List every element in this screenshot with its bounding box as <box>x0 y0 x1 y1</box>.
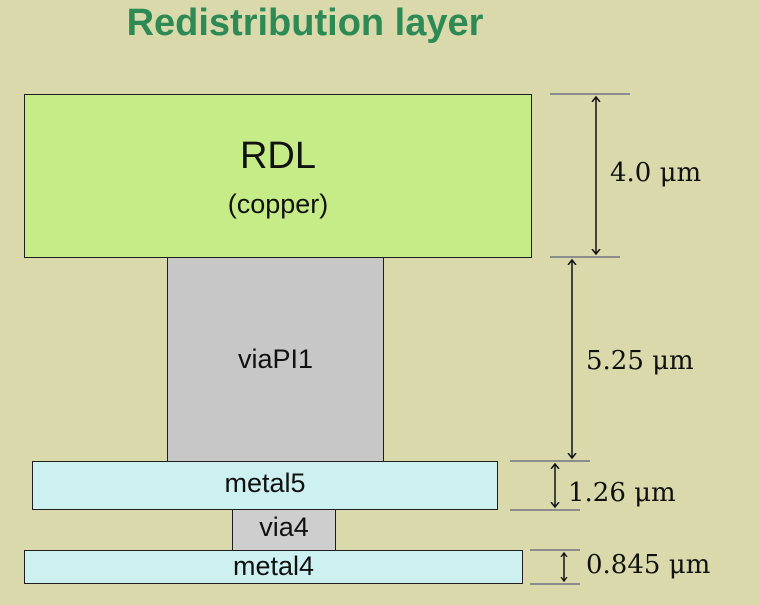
viapi1-label: viaPI1 <box>237 344 314 374</box>
via4-layer: via4 <box>232 509 336 551</box>
rdl-label: RDL <box>239 134 317 177</box>
dim-label-metal4: 0.845 μm <box>586 550 711 580</box>
diagram-title: Redistribution layer <box>126 2 484 44</box>
dim-label-rdl: 4.0 μm <box>610 158 702 188</box>
viapi1-layer: viaPI1 <box>167 257 384 462</box>
metal5-label: metal5 <box>224 468 306 498</box>
rdl-material-label: (copper) <box>227 188 329 219</box>
rdl-layer: RDL (copper) <box>24 94 532 258</box>
extension-lines <box>510 93 630 585</box>
dim-label-viapi1: 5.25 μm <box>586 346 694 376</box>
dim-label-metal5: 1.26 μm <box>568 478 676 508</box>
metal4-layer: metal4 <box>24 550 523 584</box>
metal4-label: metal4 <box>232 551 315 581</box>
via4-label: via4 <box>259 512 309 542</box>
